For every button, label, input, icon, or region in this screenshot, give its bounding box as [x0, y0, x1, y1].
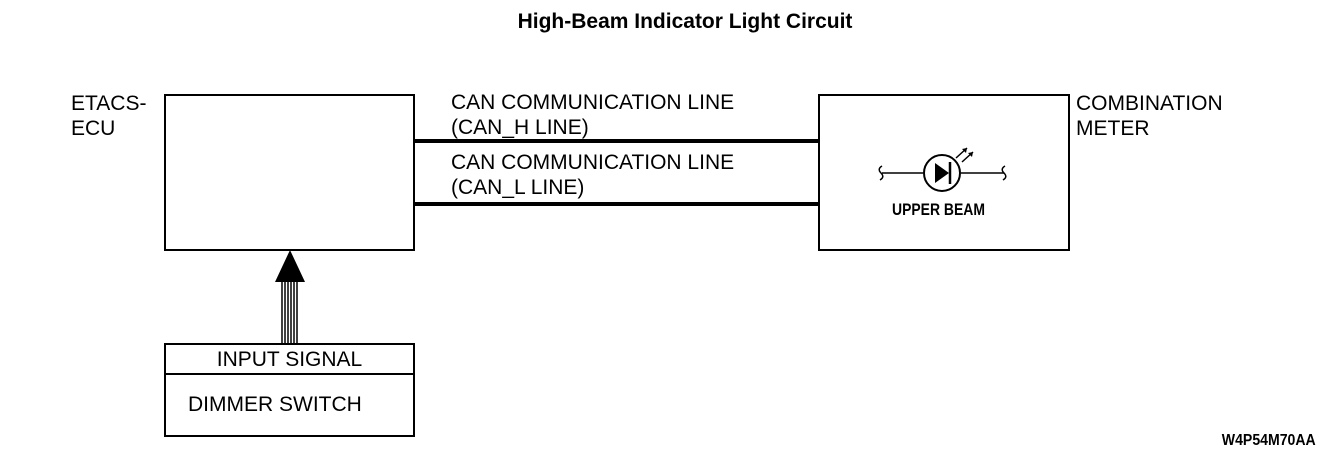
input-signal-arrow: [275, 250, 305, 345]
combination-meter-label-line2: METER: [1076, 117, 1150, 140]
etacs-ecu-label: ETACS- ECU: [71, 91, 146, 141]
can-l-label-line2: (CAN_L LINE): [451, 176, 585, 199]
figure-code: W4P54M70AA: [1222, 432, 1316, 449]
can-l-line: [415, 202, 820, 206]
diagram-title: High-Beam Indicator Light Circuit: [517, 10, 853, 33]
high-beam-indicator-icon: [878, 147, 1007, 192]
can-h-label-line2: (CAN_H LINE): [451, 116, 589, 139]
dimmer-switch-label: DIMMER SWITCH: [188, 393, 362, 416]
can-l-label-line1: CAN COMMUNICATION LINE: [451, 151, 735, 174]
can-h-label-line1: CAN COMMUNICATION LINE: [451, 91, 735, 114]
combination-meter-label-line1: COMBINATION: [1076, 92, 1223, 115]
etacs-ecu-label-line2: ECU: [71, 117, 116, 140]
upper-beam-label: UPPER BEAM: [892, 200, 985, 219]
etacs-ecu-label-line1: ETACS-: [71, 92, 147, 115]
combination-meter-label: COMBINATION METER: [1076, 91, 1223, 141]
can-l-label: CAN COMMUNICATION LINE (CAN_L LINE): [451, 150, 734, 200]
input-signal-header: INPUT SIGNAL: [166, 345, 413, 375]
etacs-ecu-box: [164, 94, 415, 251]
can-h-line: [415, 139, 820, 143]
can-h-label: CAN COMMUNICATION LINE (CAN_H LINE): [451, 90, 734, 140]
dimmer-switch-box: INPUT SIGNAL DIMMER SWITCH: [164, 343, 415, 437]
